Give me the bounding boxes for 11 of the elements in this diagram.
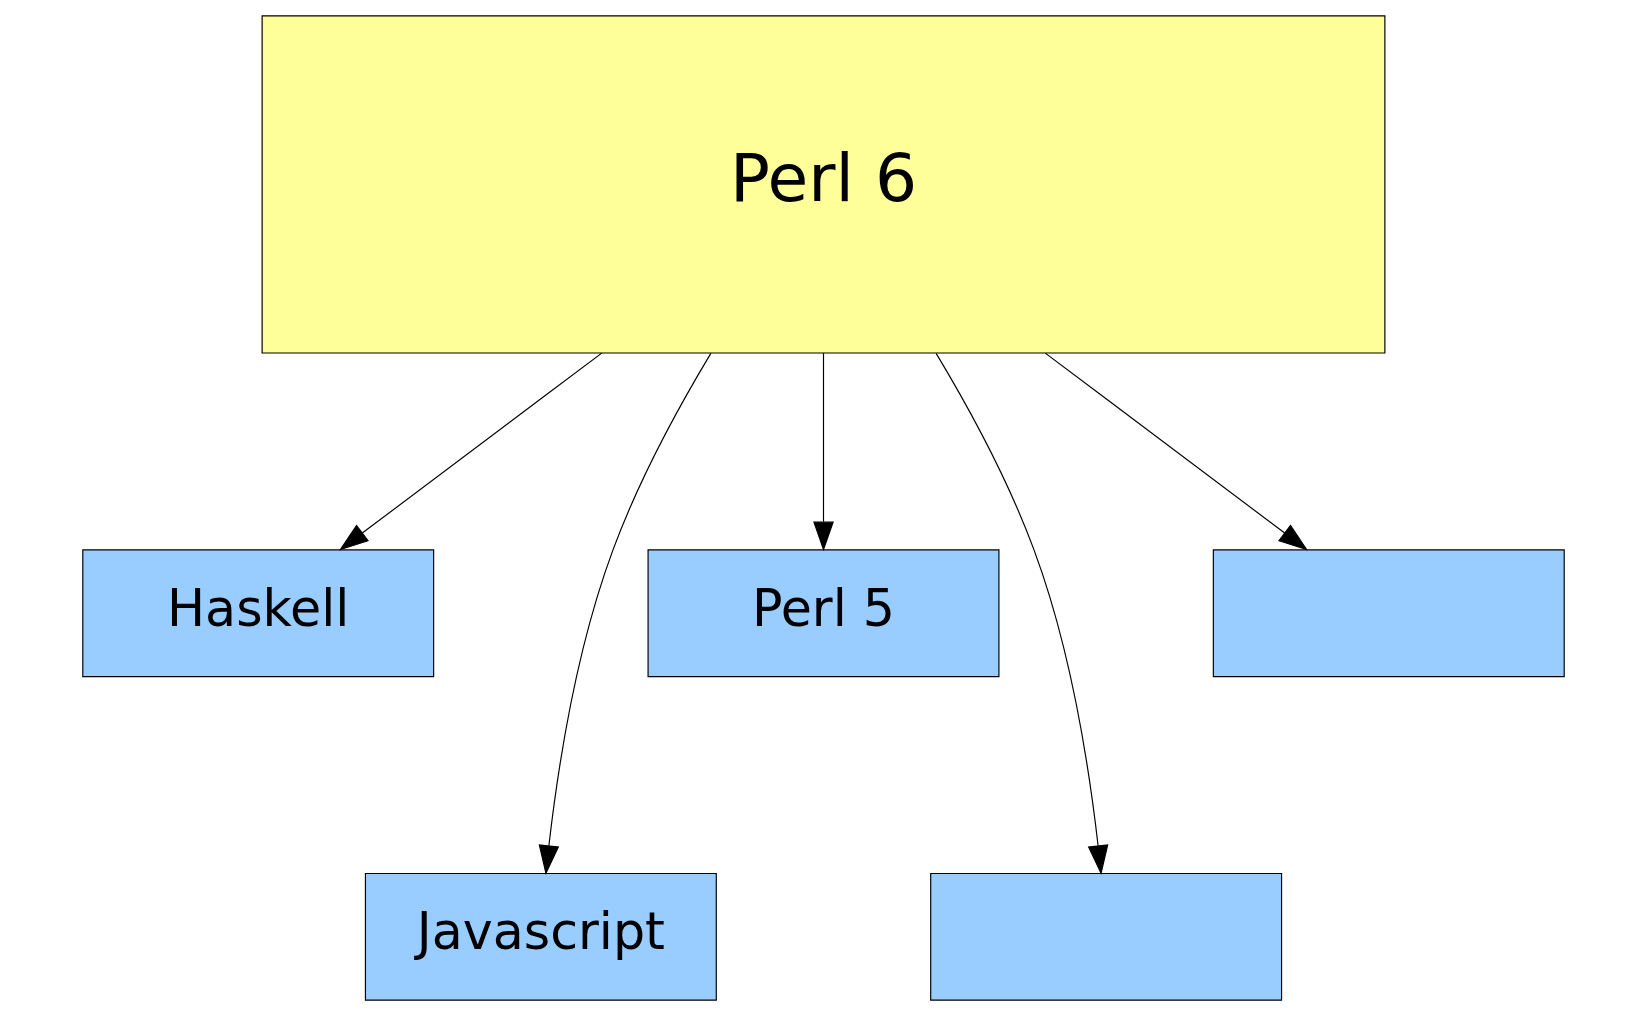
- node-box: Perl 6: [261, 15, 1385, 354]
- node-box: Haskell: [81, 549, 434, 678]
- node-box: [1212, 549, 1565, 678]
- node-box: Javascript: [364, 872, 717, 1001]
- node-box: [929, 872, 1282, 1001]
- arrow: [1044, 352, 1308, 551]
- arrow: [812, 352, 834, 552]
- node-box: Perl 5: [647, 549, 999, 678]
- arrow: [538, 352, 711, 875]
- arrow: [935, 352, 1108, 875]
- arrow: [338, 352, 602, 551]
